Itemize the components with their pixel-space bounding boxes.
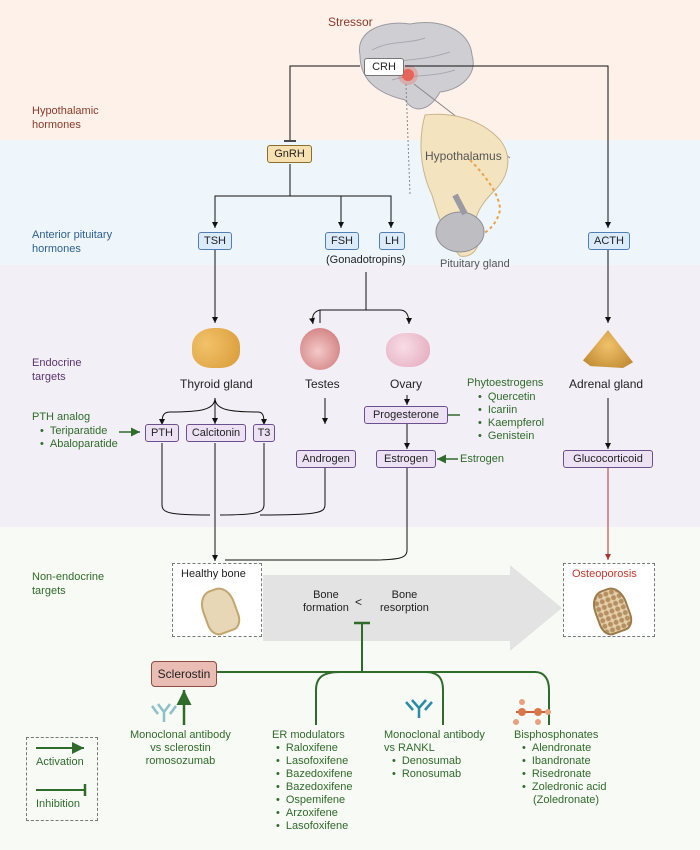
- er-modulator-item: Lasofoxifene: [276, 820, 353, 833]
- label-anterior-pituitary-hormones: Anterior pituitary hormones: [32, 229, 113, 255]
- band-hypothalamic: [0, 0, 700, 140]
- pth-analog-item: Abaloparatide: [40, 438, 118, 451]
- acth-box: ACTH: [588, 232, 630, 250]
- er-modulators-title: ER modulators: [272, 729, 345, 741]
- bisphosphonate-item: Alendronate: [522, 742, 606, 755]
- bisphosphonate-molecule-icon: [513, 699, 551, 725]
- bisphosphonate-item: Zoledronic acid: [522, 781, 607, 794]
- mab-sclerostin-label: Monoclonal antibody vs sclerostin romoso…: [130, 729, 231, 767]
- phytoestrogen-item: Icariin: [478, 404, 544, 417]
- t3-box: T3: [253, 424, 275, 442]
- er-modulator-item: Raloxifene: [276, 742, 353, 755]
- less-than-sign: <: [355, 595, 363, 609]
- bisphosphonate-item: Ibandronate: [522, 755, 606, 768]
- legend-activation-label: Activation: [36, 756, 84, 768]
- hypothalamus-pituitary-illustration: [420, 113, 509, 257]
- phytoestrogens-title: Phytoestrogens: [467, 377, 544, 389]
- pituitary-gland-label: Pituitary gland: [440, 258, 510, 270]
- band-endocrine: [0, 265, 700, 527]
- androgen-box: Androgen: [296, 450, 356, 468]
- healthy-bone-label: Healthy bone: [181, 568, 246, 580]
- pth-analog-title: PTH analog: [32, 411, 91, 423]
- fsh-box: FSH: [325, 232, 359, 250]
- gonadotropins-label: (Gonadotropins): [326, 254, 406, 266]
- stressor-label: Stressor: [328, 15, 373, 29]
- healthy-bone-panel: Healthy bone: [172, 563, 262, 639]
- healthy-bone-icon: [196, 583, 244, 639]
- er-modulators-list: Raloxifene Lasofoxifene Bazedoxifene Baz…: [276, 742, 353, 833]
- pth-analog-list: Teriparatide Abaloparatide: [40, 425, 118, 451]
- progesterone-box: Progesterone: [364, 406, 448, 424]
- sclerostin-box: Sclerostin: [151, 661, 217, 687]
- glucocorticoid-box: Glucocorticoid: [563, 450, 653, 468]
- label-hypothalamic-hormones: Hypothalamic hormones: [32, 105, 99, 131]
- pth-analog-item: Teriparatide: [40, 425, 118, 438]
- er-modulator-item: Bazedoxifene: [276, 768, 353, 781]
- er-modulator-item: Ospemifene: [276, 794, 353, 807]
- bone-formation-label: Bone formation: [303, 589, 349, 614]
- phytoestrogen-item: Kaempferol: [478, 417, 544, 430]
- bisphosphonate-item: (Zoledronate): [533, 794, 600, 806]
- bone-resorption-label: Bone resorption: [380, 589, 429, 614]
- osteoporosis-bone-icon: [588, 583, 636, 639]
- er-modulator-item: Arzoxifene: [276, 807, 353, 820]
- testes-icon: [300, 328, 340, 370]
- bisphosphonates-list: Alendronate Ibandronate Risedronate Zole…: [522, 742, 607, 807]
- estrogen-box: Estrogen: [376, 450, 436, 468]
- bisphosphonate-item: Risedronate: [522, 768, 606, 781]
- legend: [26, 737, 98, 821]
- bisphosphonates-title: Bisphosphonates: [514, 729, 599, 741]
- mab-rankl-item: Ronosumab: [392, 768, 461, 781]
- hypothalamus-label: Hypothalamus: [425, 149, 502, 163]
- bone-balance-arrow: [263, 565, 562, 651]
- label-endocrine-targets: Endocrine targets: [32, 357, 82, 383]
- ovary-label: Ovary: [390, 377, 423, 391]
- ovary-icon: [386, 333, 430, 367]
- lh-box: LH: [379, 232, 405, 250]
- tsh-box: TSH: [198, 232, 232, 250]
- legend-inhibition-label: Inhibition: [36, 798, 81, 810]
- crh-box: CRH: [364, 58, 404, 76]
- antibody-rankl-icon: [405, 699, 433, 718]
- antibody-sclerostin-icon: [151, 703, 177, 722]
- thyroid-icon: [192, 328, 240, 368]
- adrenal-gland-label: Adrenal gland: [569, 377, 644, 391]
- gnrh-box: GnRH: [267, 145, 312, 163]
- osteoporosis-label: Osteoporosis: [572, 568, 637, 580]
- mab-rankl-list: Denosumab Ronosumab: [392, 755, 461, 781]
- testes-label: Testes: [305, 377, 340, 391]
- thyroid-gland-label: Thyroid gland: [180, 377, 253, 391]
- calcitonin-box: Calcitonin: [186, 424, 246, 442]
- mab-rankl-item: Denosumab: [392, 755, 461, 768]
- pth-box: PTH: [145, 424, 179, 442]
- estrogen-therapy-label: Estrogen: [460, 453, 505, 465]
- mab-rankl-title: Monoclonal antibody vs RANKL: [384, 729, 485, 754]
- er-modulator-item: Bazedoxifene: [276, 781, 353, 794]
- phytoestrogens-list: Quercetin Icariin Kaempferol Genistein: [478, 391, 544, 443]
- osteoporosis-panel: Osteoporosis: [563, 563, 655, 639]
- phytoestrogen-item: Quercetin: [478, 391, 544, 404]
- label-nonendocrine-targets: Non-endocrine targets: [32, 571, 105, 597]
- er-modulator-item: Lasofoxifene: [276, 755, 353, 768]
- phytoestrogen-item: Genistein: [478, 430, 544, 443]
